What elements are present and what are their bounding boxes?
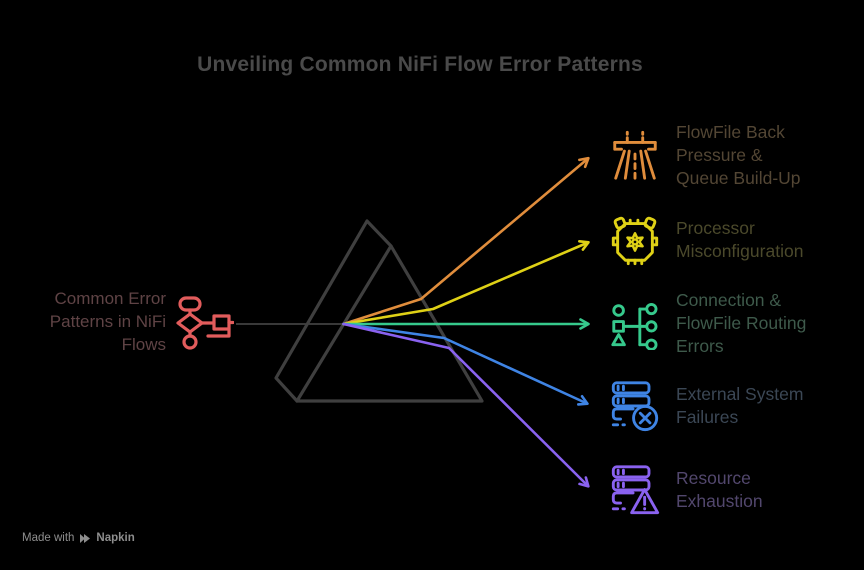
error-item-misconfiguration: Processor Misconfiguration xyxy=(608,205,803,275)
source-label-line: Flows xyxy=(121,335,166,354)
prism xyxy=(274,219,484,403)
server-warning-icon xyxy=(611,465,660,515)
arrow-flowfile-back-pressure xyxy=(342,156,590,326)
item-label: External System Failures xyxy=(676,383,803,429)
item-label-line: Errors xyxy=(676,335,724,356)
arrow-external-system-failures xyxy=(342,322,589,406)
item-label-line: Queue Build-Up xyxy=(676,167,801,188)
arrow-processor-misconfiguration xyxy=(342,240,590,326)
traffic-road-icon xyxy=(613,130,657,180)
item-label-line: Misconfiguration xyxy=(676,241,804,261)
routing-shapes-icon xyxy=(611,302,658,350)
source-label: Common Error Patterns in NiFi Flows xyxy=(18,287,166,356)
item-label: Connection & FlowFile Routing Errors xyxy=(676,289,806,358)
item-label-line: Failures xyxy=(676,407,739,427)
item-label: Processor Misconfiguration xyxy=(676,217,803,263)
flowchart-icon xyxy=(176,296,234,350)
item-label-line: Resource xyxy=(676,468,751,488)
error-item-external-failures: External System Failures xyxy=(608,371,803,441)
item-label-line: Pressure & xyxy=(676,144,763,165)
item-label-line: Processor xyxy=(676,218,755,238)
item-label-line: Connection & xyxy=(676,289,782,310)
error-item-routing-errors: Connection & FlowFile Routing Errors xyxy=(608,288,806,358)
error-item-back-pressure: FlowFile Back Pressure & Queue Build-Up xyxy=(608,120,801,190)
item-label-line: External System xyxy=(676,384,804,404)
item-label-line: Exhaustion xyxy=(676,491,763,511)
item-label: FlowFile Back Pressure & Queue Build-Up xyxy=(676,121,801,190)
napkin-brand-text: Napkin xyxy=(96,532,135,544)
server-error-icon xyxy=(611,381,659,432)
source-label-line: Common Error xyxy=(54,289,166,308)
item-label-line: FlowFile Routing xyxy=(676,312,807,333)
chip-gear-icon xyxy=(611,216,659,266)
error-item-resource-exhaustion: Resource Exhaustion xyxy=(608,455,763,525)
source-label-line: Patterns in NiFi xyxy=(49,312,166,331)
item-label-line: FlowFile Back xyxy=(676,121,785,142)
item-label: Resource Exhaustion xyxy=(676,467,763,513)
arrow-resource-exhaustion xyxy=(342,322,590,488)
made-with-napkin: Made with Napkin xyxy=(22,532,135,544)
napkin-logo-icon xyxy=(80,533,91,543)
made-with-text: Made with xyxy=(22,532,75,544)
page-title: Unveiling Common NiFi Flow Error Pattern… xyxy=(197,53,643,76)
refracted-arrows xyxy=(342,156,590,488)
